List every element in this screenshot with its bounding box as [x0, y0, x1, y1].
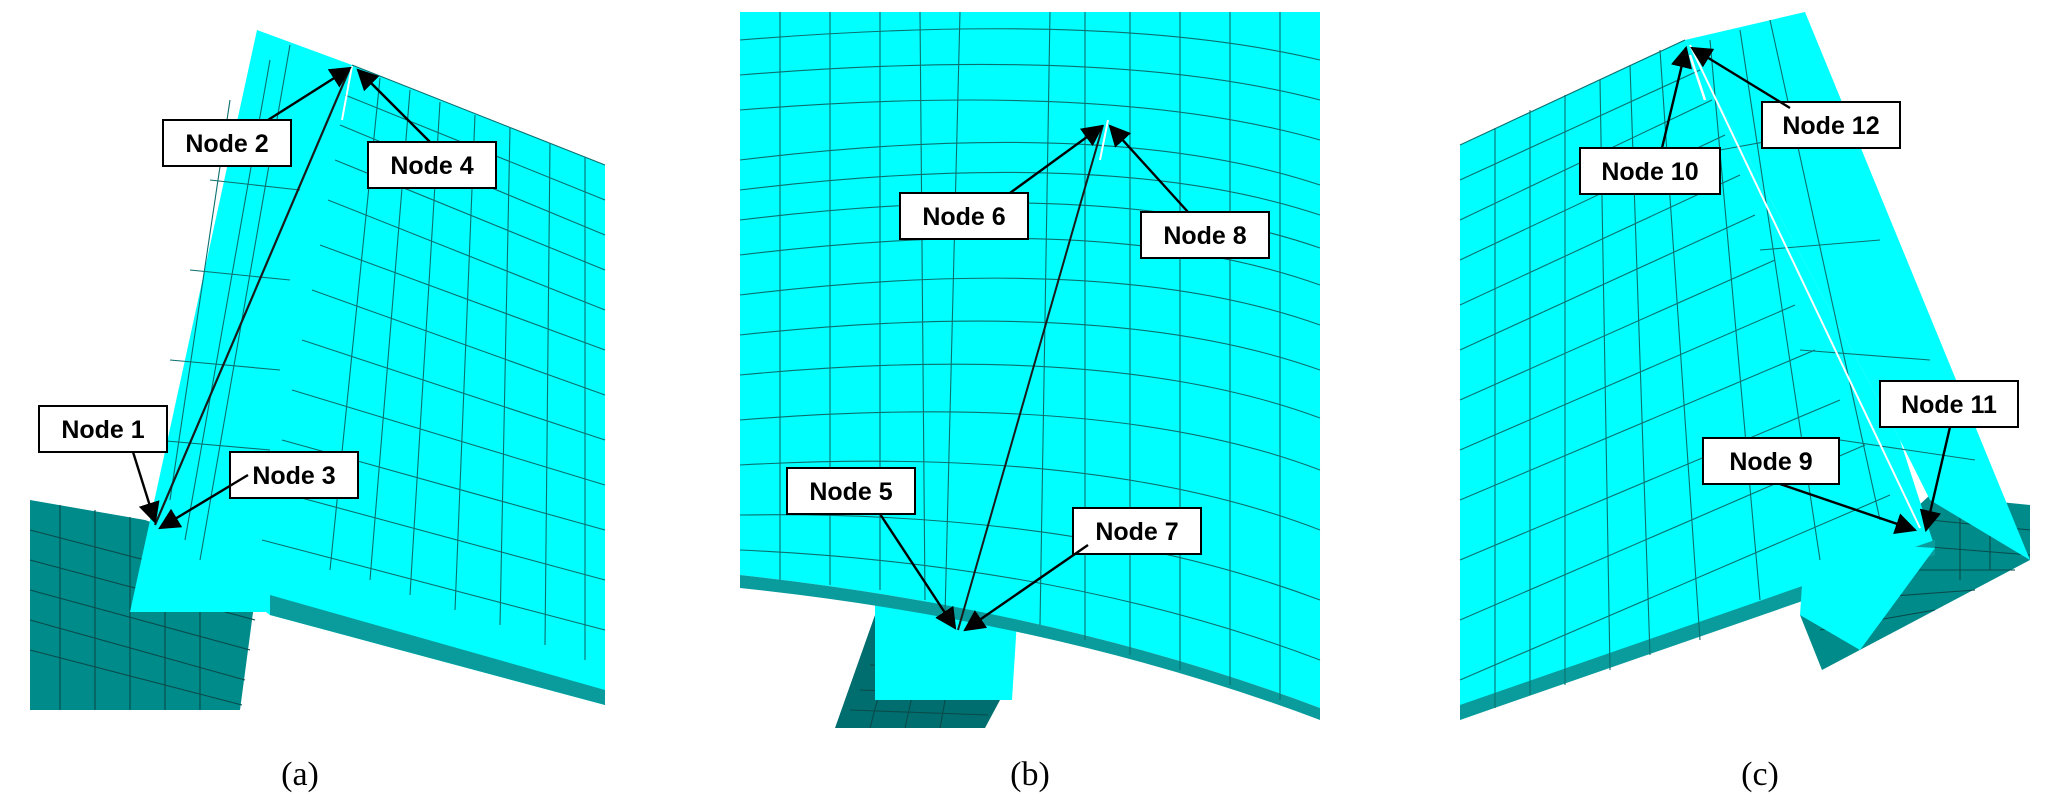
panel-c: Node 9 Node 10 Node 11 Node 12 (c) [1459, 12, 2031, 793]
svg-text:Node 12: Node 12 [1782, 112, 1879, 140]
crack-line-b [957, 124, 1104, 631]
crack-tip-b [1099, 119, 1109, 161]
mesh-a [29, 30, 606, 710]
svg-text:Node 10: Node 10 [1601, 158, 1698, 186]
arrow-node-9 [1779, 482, 1918, 534]
node-label-11: Node 11 [1879, 380, 2019, 428]
arrow-node-11 [1919, 426, 1952, 533]
arrow-node-10 [1660, 45, 1692, 149]
mesh-b-lines [739, 11, 1321, 700]
node-label-1: Node 1 [38, 405, 168, 453]
caption-b: (b) [1010, 756, 1050, 793]
arrow-node-5 [878, 513, 957, 630]
svg-text:Node 4: Node 4 [390, 152, 473, 180]
crack-line-a [153, 67, 352, 526]
arrow-node-1 [131, 451, 160, 525]
caption-a: (a) [281, 756, 319, 793]
arrow-node-6 [1009, 124, 1104, 194]
node-label-10: Node 10 [1579, 147, 1721, 195]
svg-text:Node 2: Node 2 [185, 130, 268, 158]
svg-text:Node 7: Node 7 [1095, 518, 1178, 546]
crack-line-c [1689, 44, 1921, 529]
node-label-7: Node 7 [1072, 507, 1202, 555]
node-label-6: Node 6 [899, 192, 1029, 240]
mesh-b [739, 11, 1321, 729]
node-label-5: Node 5 [786, 467, 916, 515]
node-label-3: Node 3 [229, 451, 359, 499]
arrow-node-3 [158, 473, 249, 530]
arrow-node-2 [267, 66, 352, 122]
arrow-node-4 [356, 68, 431, 143]
arrow-node-12 [1690, 46, 1791, 110]
svg-text:Node 11: Node 11 [1901, 391, 1997, 419]
panel-a: Node 1 Node 2 Node 3 Node 4 (a) [29, 30, 606, 793]
svg-text:Node 1: Node 1 [61, 416, 144, 444]
svg-text:Node 8: Node 8 [1163, 222, 1246, 250]
svg-text:Node 5: Node 5 [809, 478, 892, 506]
node-label-9: Node 9 [1702, 437, 1840, 485]
svg-text:Node 6: Node 6 [922, 203, 1005, 231]
mesh-c [1459, 12, 2031, 720]
node-label-12: Node 12 [1761, 101, 1901, 149]
panel-b: Node 5 Node 6 Node 7 Node 8 (b) [739, 11, 1321, 793]
node-label-4: Node 4 [367, 141, 497, 189]
node-label-8: Node 8 [1140, 211, 1270, 259]
arrow-node-7 [963, 544, 1089, 632]
node-label-2: Node 2 [162, 119, 292, 167]
arrow-node-8 [1108, 124, 1189, 213]
svg-text:Node 3: Node 3 [252, 462, 335, 490]
caption-c: (c) [1741, 756, 1779, 793]
svg-text:Node 9: Node 9 [1729, 448, 1812, 476]
